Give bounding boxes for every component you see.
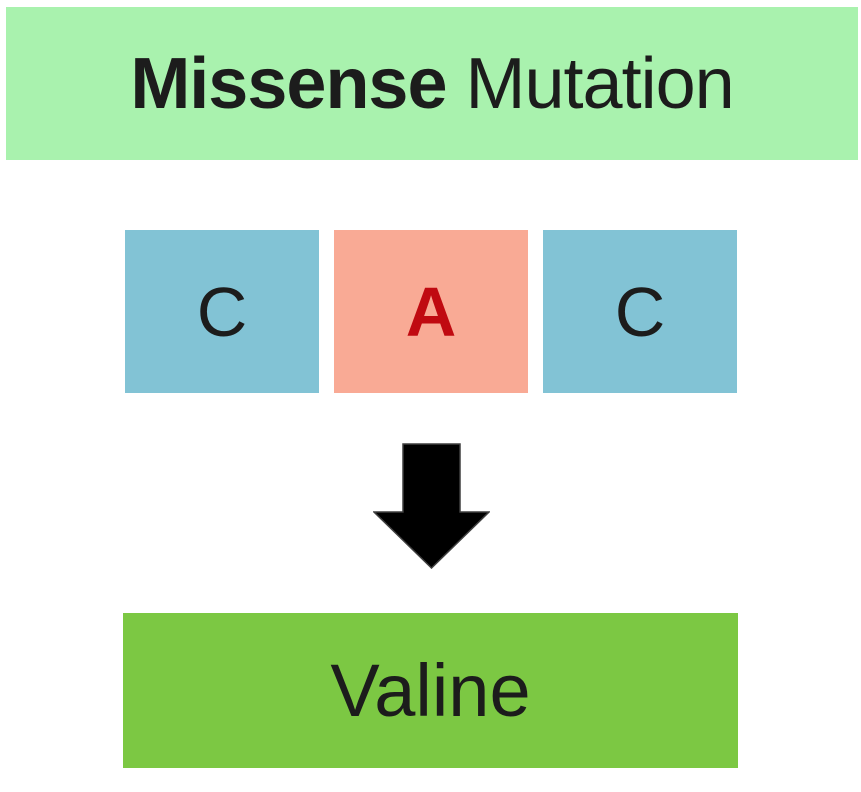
title-emphasis: Missense — [130, 43, 447, 124]
base-cell-1: C — [125, 230, 319, 393]
amino-acid-box: Valine — [123, 613, 738, 768]
down-arrow-shape — [373, 443, 490, 569]
base-cell-2-mutated: A — [334, 230, 528, 393]
codon-row: C A C — [125, 230, 737, 393]
down-arrow-icon — [373, 443, 490, 569]
title-banner: Missense Mutation — [6, 7, 858, 160]
title-rest: Mutation — [446, 43, 735, 124]
base-cell-3: C — [543, 230, 737, 393]
